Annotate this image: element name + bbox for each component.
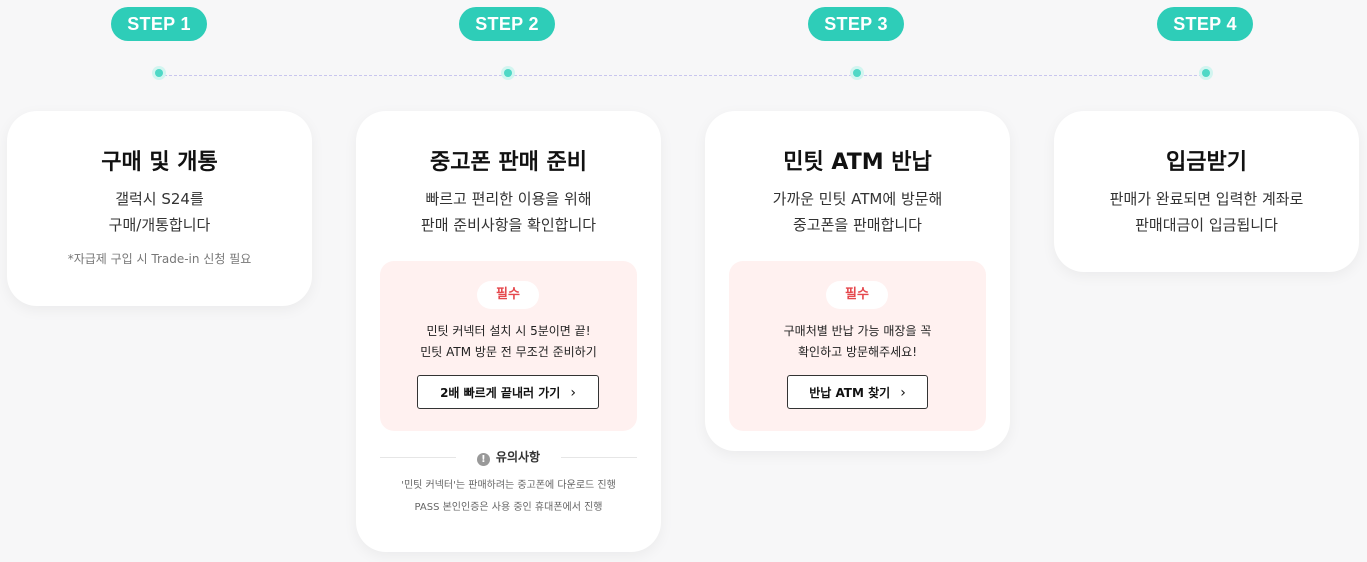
step-1-card: 구매 및 개통 갤럭시 S24를 구매/개통합니다 *자급제 구입 시 Trad… (7, 111, 312, 306)
card-description: 판매가 완료되면 입력한 계좌로 판매대금이 입금됩니다 (1054, 186, 1359, 238)
info-icon: ! (476, 453, 490, 466)
chevron-right-icon: › (570, 385, 576, 401)
card-title: 중고폰 판매 준비 (430, 150, 587, 175)
description-line: 판매대금이 입금됩니다 (1135, 216, 1278, 234)
card-title: 구매 및 개통 (101, 150, 218, 175)
timeline-dot (504, 69, 512, 77)
step-2-badge: STEP 2 (459, 7, 555, 41)
step-2-card: 중고폰 판매 준비 빠르고 편리한 이용을 위해 판매 준비사항을 확인합니다 … (356, 111, 661, 552)
divider (561, 457, 637, 458)
required-line: 민팃 커넥터 설치 시 5분이면 끝! (426, 324, 591, 338)
required-text: 구매처별 반납 가능 매장을 꼭 확인하고 방문해주세요! (729, 321, 986, 363)
description-line: 가까운 민팃 ATM에 방문해 (772, 190, 943, 208)
step-4-badge: STEP 4 (1157, 7, 1253, 41)
description-line: 구매/개통합니다 (108, 216, 211, 234)
find-atm-button[interactable]: 반납 ATM 찾기 › (787, 375, 928, 409)
notice-header: ! 유의사항 (380, 448, 637, 466)
button-label: 2배 빠르게 끝내러 가기 (440, 386, 561, 400)
divider (380, 457, 456, 458)
required-text: 민팃 커넥터 설치 시 5분이면 끝! 민팃 ATM 방문 전 무조건 준비하기 (380, 321, 637, 363)
required-line: 확인하고 방문해주세요! (797, 345, 918, 359)
description-line: 판매 준비사항을 확인합니다 (420, 216, 597, 234)
step-3-card: 민팃 ATM 반납 가까운 민팃 ATM에 방문해 중고폰을 판매합니다 필수 … (705, 111, 1010, 451)
notice-line: PASS 본인인증은 사용 중인 휴대폰에서 진행 (414, 502, 603, 513)
finish-faster-button[interactable]: 2배 빠르게 끝내러 가기 › (417, 375, 599, 409)
card-title: 민팃 ATM 반납 (783, 150, 932, 175)
notice-title: ! 유의사항 (380, 448, 637, 466)
notice-line: '민팃 커넥터'는 판매하려는 중고폰에 다운로드 진행 (401, 480, 616, 491)
card-description: 빠르고 편리한 이용을 위해 판매 준비사항을 확인합니다 (356, 186, 661, 238)
timeline-dot (853, 69, 861, 77)
step-4-card: 입금받기 판매가 완료되면 입력한 계좌로 판매대금이 입금됩니다 (1054, 111, 1359, 272)
description-line: 중고폰을 판매합니다 (793, 216, 922, 234)
timeline-line (159, 75, 1207, 76)
required-box: 필수 민팃 커넥터 설치 시 5분이면 끝! 민팃 ATM 방문 전 무조건 준… (380, 261, 637, 431)
description-line: 갤럭시 S24를 (115, 190, 204, 208)
required-box: 필수 구매처별 반납 가능 매장을 꼭 확인하고 방문해주세요! 반납 ATM … (729, 261, 986, 431)
step-3-badge: STEP 3 (808, 7, 904, 41)
required-badge: 필수 (477, 281, 539, 309)
timeline-dot (1202, 69, 1210, 77)
card-description: 갤럭시 S24를 구매/개통합니다 (7, 186, 312, 238)
notice-label: 유의사항 (495, 450, 541, 464)
required-line: 민팃 ATM 방문 전 무조건 준비하기 (420, 345, 597, 359)
required-badge: 필수 (826, 281, 888, 309)
chevron-right-icon: › (900, 385, 906, 401)
card-note: *자급제 구입 시 Trade-in 신청 필요 (67, 252, 252, 266)
button-label: 반납 ATM 찾기 (809, 386, 891, 400)
step-1-badge: STEP 1 (111, 7, 207, 41)
description-line: 판매가 완료되면 입력한 계좌로 (1109, 190, 1304, 208)
required-line: 구매처별 반납 가능 매장을 꼭 (783, 324, 932, 338)
notice-text: '민팃 커넥터'는 판매하려는 중고폰에 다운로드 진행 PASS 본인인증은 … (356, 475, 661, 519)
description-line: 빠르고 편리한 이용을 위해 (425, 190, 592, 208)
card-description: 가까운 민팃 ATM에 방문해 중고폰을 판매합니다 (705, 186, 1010, 238)
card-title: 입금받기 (1166, 150, 1247, 175)
timeline-dot (155, 69, 163, 77)
